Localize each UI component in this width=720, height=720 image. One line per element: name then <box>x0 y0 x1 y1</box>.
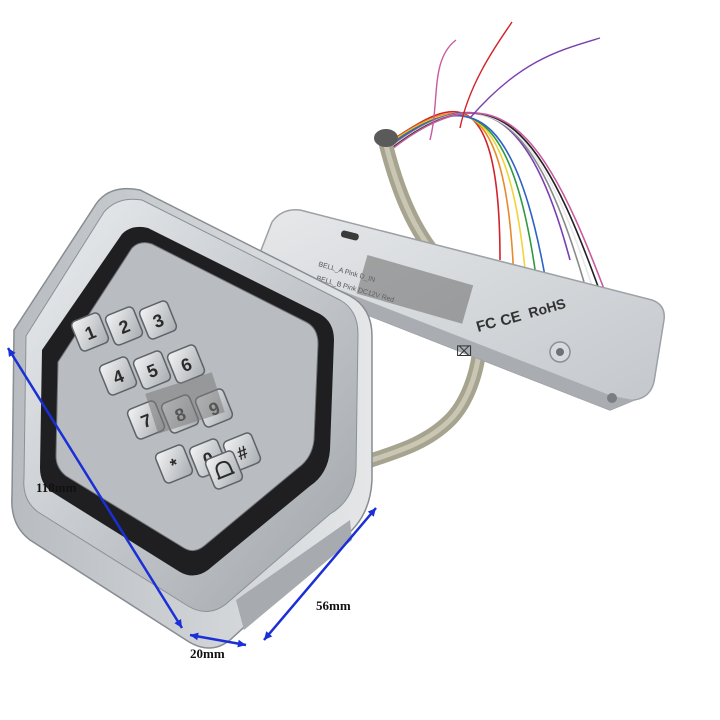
cable-grommet <box>374 129 398 147</box>
width-label: 56mm <box>316 598 351 613</box>
depth-arrow <box>189 633 247 647</box>
arrow-head <box>237 639 246 648</box>
arrow-head <box>8 348 16 357</box>
arrow-head <box>367 508 376 517</box>
keypad-key[interactable]: 6 <box>166 344 206 385</box>
arrow-head <box>174 619 182 628</box>
weee-icon: ⌧ <box>456 343 472 359</box>
wire <box>469 37 601 119</box>
keypad-keys: 123456789*0# <box>70 300 262 491</box>
wire <box>429 39 457 141</box>
keypad-key[interactable]: 4 <box>98 356 138 397</box>
height-arrow <box>6 347 184 629</box>
keypad-key[interactable]: 2 <box>104 306 144 347</box>
depth-label: 20mm <box>190 646 225 661</box>
arrow-heads <box>8 348 376 648</box>
width-arrow <box>263 507 377 641</box>
bell-key[interactable] <box>204 450 244 491</box>
keypad-key[interactable]: 5 <box>132 350 172 391</box>
wire-bundle <box>391 21 627 349</box>
certification-marks: FC CE RoHS <box>474 295 567 336</box>
height-label: 118mm <box>36 480 77 495</box>
fc-mark: FC <box>474 314 498 336</box>
arrow-head <box>264 631 273 640</box>
ce-mark: CE <box>498 308 523 330</box>
wire <box>391 112 627 349</box>
bell-icon <box>215 460 235 480</box>
dimension-arrows <box>6 347 377 647</box>
keypad-key[interactable]: * <box>154 444 194 485</box>
arrow-head <box>190 632 199 641</box>
keypad-key[interactable]: 1 <box>70 312 110 353</box>
keypad-key[interactable]: 3 <box>138 300 178 341</box>
wire <box>459 21 513 129</box>
